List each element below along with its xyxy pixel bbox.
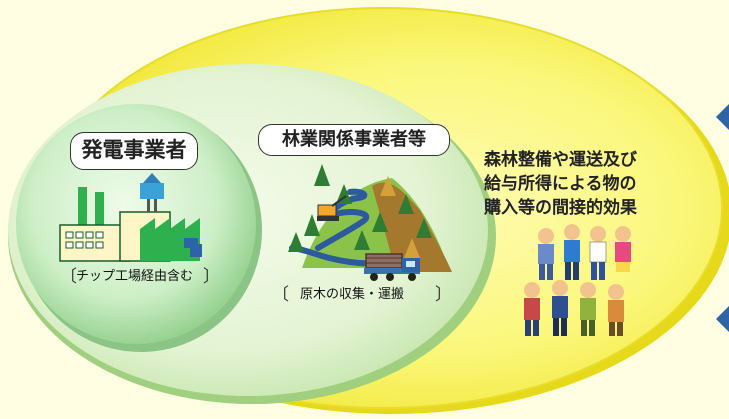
- left-bracket: 〔: [60, 267, 77, 287]
- arrow-icon: [716, 306, 729, 332]
- worker-figure: [589, 226, 607, 280]
- arrow-icon: [716, 104, 729, 130]
- worker-figure: [608, 284, 624, 336]
- indirect-effects-line: 給与所得による物の: [484, 174, 637, 194]
- factory-icon: [59, 173, 202, 262]
- left-bracket: 〔: [272, 285, 289, 305]
- log-transport-note-text: 原木の収集・運搬: [300, 287, 405, 302]
- forest-hill-icon: [288, 164, 452, 272]
- indirect-effects-line: 購入等の間接的効果: [484, 198, 637, 218]
- worker-figure: [564, 224, 580, 280]
- worker-figure: [552, 280, 568, 336]
- excavator-icon: [317, 195, 347, 221]
- worker-figure: [615, 226, 631, 272]
- truck-icon: [364, 253, 420, 281]
- right-bracket: 〕: [435, 285, 452, 305]
- indirect-effects-text: 森林整備や運送及び 給与所得による物の 購入等の間接的効果: [484, 148, 714, 220]
- worker-figure: [580, 282, 596, 336]
- worker-figure: [524, 282, 540, 336]
- right-bracket: 〕: [203, 267, 220, 287]
- chip-plant-note-text: チップ工場経由含む: [76, 269, 194, 284]
- chip-plant-note: 〔 チップ工場経由含む 〕: [60, 265, 220, 287]
- worker-figure: [538, 228, 554, 280]
- power-producer-label: 発電事業者: [70, 132, 198, 170]
- log-transport-note: 〔 原木の収集・運搬 〕: [272, 283, 452, 305]
- indirect-effects-line: 森林整備や運送及び: [484, 150, 637, 170]
- workers-icon: [524, 224, 631, 336]
- forestry-operator-label: 林業関係事業者等: [258, 124, 450, 156]
